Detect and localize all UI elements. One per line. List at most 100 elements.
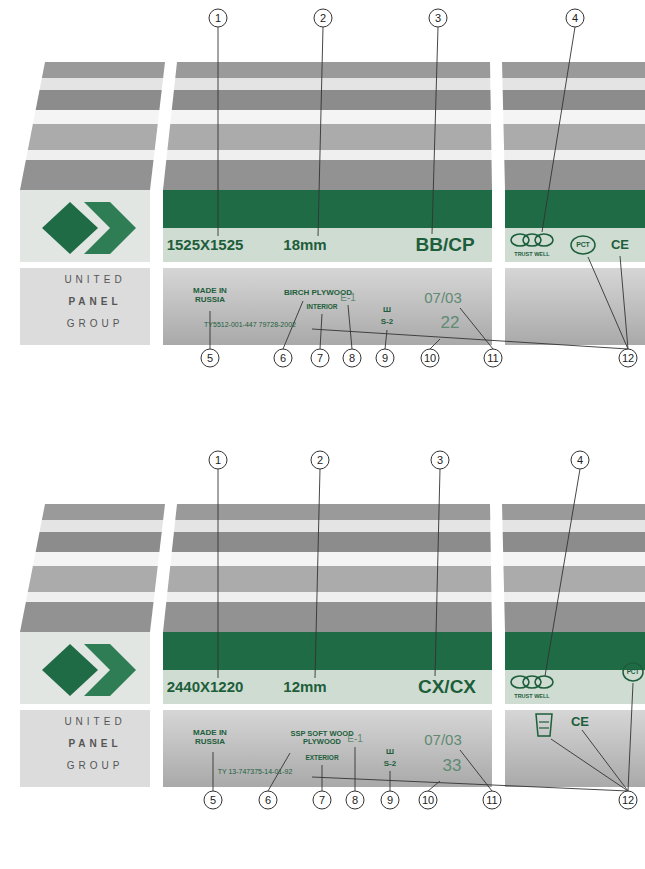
callout-number: 11 <box>487 352 498 364</box>
plywood-stack <box>20 504 645 787</box>
callout-number: 5 <box>207 352 213 364</box>
callout-circle <box>343 349 361 367</box>
dimension: 2440X1220 <box>167 679 244 696</box>
leader-line <box>210 311 211 349</box>
leader-line <box>432 27 438 234</box>
dimension: 1525X1525 <box>167 237 244 254</box>
sheet-edge <box>42 62 645 78</box>
shift-number: 22 <box>441 314 460 333</box>
ce-mark: CE <box>571 715 589 729</box>
callout-number: 9 <box>387 794 393 806</box>
leader-line <box>435 469 440 676</box>
strap <box>150 632 163 787</box>
leader-line <box>588 257 628 349</box>
ce-mark: CE <box>611 238 629 252</box>
callout-circle <box>619 791 637 809</box>
callout-number: 6 <box>265 794 271 806</box>
callout-circle <box>209 451 227 469</box>
callout-circle <box>376 349 394 367</box>
strap <box>150 190 163 345</box>
leader-line <box>315 469 320 678</box>
lower-face <box>20 268 645 345</box>
thickness: 12mm <box>283 679 326 696</box>
callout-circle <box>429 9 447 27</box>
pct-mark: РСТ <box>576 241 590 249</box>
strap <box>490 504 505 632</box>
callout-number: 9 <box>382 352 388 364</box>
callout-number: 11 <box>486 794 497 806</box>
callout-circle <box>431 451 449 469</box>
lower-face <box>20 710 645 787</box>
leader-line <box>213 752 214 791</box>
callout-circle <box>483 791 501 809</box>
callout-number: 12 <box>622 794 634 806</box>
callout-number: 7 <box>317 352 323 364</box>
leader-line <box>385 330 387 349</box>
usage: INTERIOR <box>306 303 337 310</box>
leader-line <box>628 683 633 791</box>
callout-number: 6 <box>280 352 286 364</box>
strap <box>150 62 177 190</box>
callout-circle <box>566 9 584 27</box>
callout-circle <box>381 791 399 809</box>
brand-text: UNITED <box>64 716 125 727</box>
emission-class: E-1 <box>347 733 363 744</box>
standard: TY 13-747375-14-01-92 <box>218 768 293 776</box>
leader-line <box>545 469 580 676</box>
date: 07/03 <box>424 290 462 307</box>
leader-line <box>390 771 391 791</box>
surface: S-2 <box>381 318 393 327</box>
leader-line <box>551 739 628 791</box>
logo-chevron <box>84 202 136 254</box>
leader-line <box>312 329 628 349</box>
callout-number: 8 <box>349 352 355 364</box>
surface: Ш <box>383 306 391 315</box>
sheet-edge <box>40 520 645 532</box>
logo-text: TRUST WELL <box>514 693 549 699</box>
logo-diamond <box>42 202 98 254</box>
emission-class: E-1 <box>340 292 356 303</box>
callout-circle <box>204 791 222 809</box>
grade: BB/CP <box>415 235 474 256</box>
callout-number: 8 <box>352 794 358 806</box>
callout-circle <box>201 349 219 367</box>
usage: EXTERIOR <box>305 754 338 761</box>
grade: CX/CX <box>418 677 476 698</box>
callout-circle <box>274 349 292 367</box>
callout-number: 3 <box>435 12 441 24</box>
sheet-edge <box>26 592 645 602</box>
sheet-edge <box>28 124 645 150</box>
callout-circle <box>314 9 332 27</box>
logo-panel <box>20 710 150 787</box>
cert-logo <box>535 234 553 246</box>
callout-circle <box>209 9 227 27</box>
sheet-edge <box>28 566 645 592</box>
leader-line <box>218 27 219 236</box>
glass-icon <box>536 714 552 736</box>
strap <box>490 62 505 190</box>
callout-number: 5 <box>210 794 216 806</box>
sheet-edge <box>36 90 645 110</box>
leader-line <box>542 27 575 232</box>
pct-mark <box>623 663 643 681</box>
sheet-edge <box>20 602 645 632</box>
logo-diamond <box>42 644 98 696</box>
brand-text: GROUP <box>67 760 124 771</box>
callout-circle <box>571 451 589 469</box>
origin: MADE IN RUSSIA <box>185 287 235 305</box>
callout-circle <box>259 791 277 809</box>
callout-number: 7 <box>319 794 325 806</box>
sheet-edge <box>36 532 645 552</box>
callout-number: 1 <box>215 12 221 24</box>
leader-line <box>318 27 323 236</box>
callout-circle <box>484 349 502 367</box>
strap <box>150 504 177 632</box>
logo-chevron <box>84 644 136 696</box>
callout-number: 4 <box>572 12 578 24</box>
callout-number: 2 <box>320 12 326 24</box>
leader-line <box>460 308 493 349</box>
callout-circle <box>346 791 364 809</box>
surface: S-2 <box>384 760 396 769</box>
plywood-stack <box>20 62 645 345</box>
callout-circle <box>311 349 329 367</box>
